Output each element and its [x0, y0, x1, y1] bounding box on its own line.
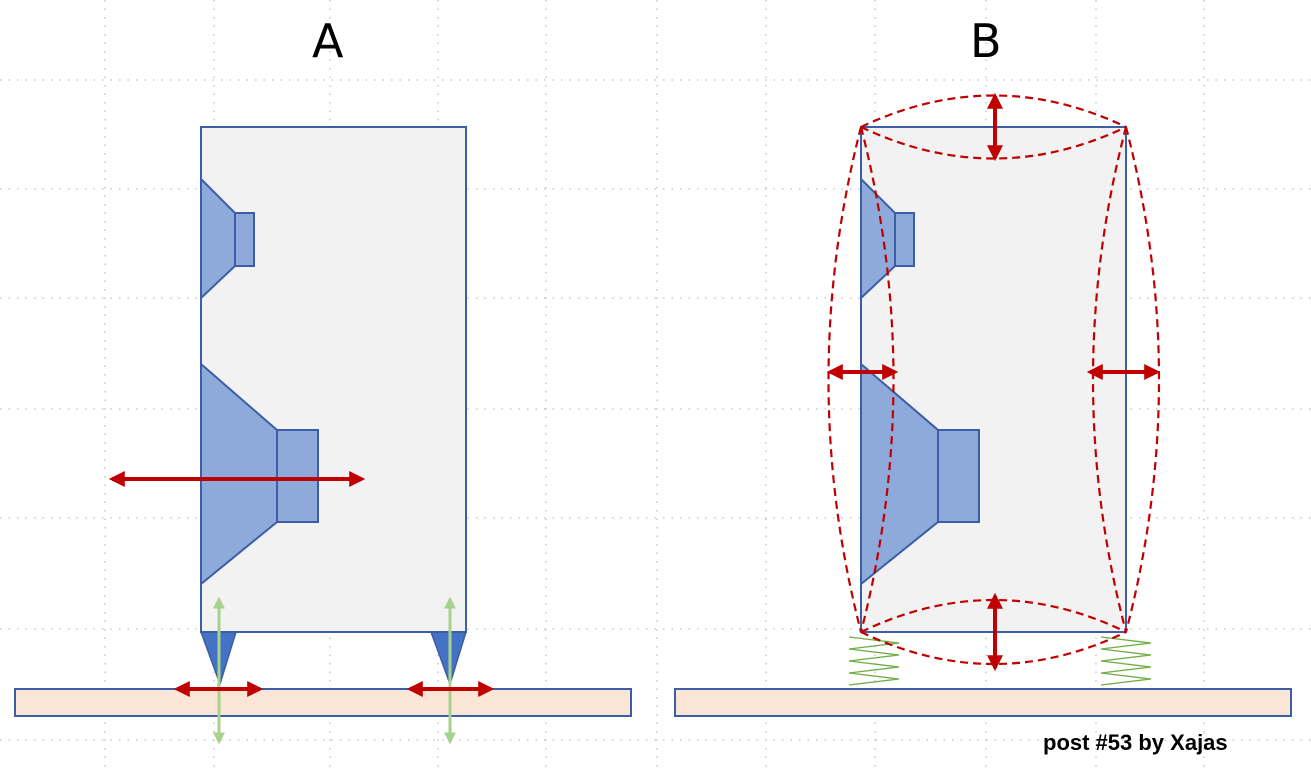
left-panel-outward-curve — [827, 126, 863, 633]
cabinet-b — [860, 126, 1127, 633]
spring-left — [848, 636, 900, 686]
panel-a — [14, 126, 632, 745]
spring-right — [1100, 636, 1152, 686]
floor-a — [14, 688, 632, 717]
panel-b — [674, 92, 1292, 717]
right-panel-outward-curve — [1124, 126, 1161, 633]
woofer-magnet-b — [937, 429, 980, 523]
tweeter-magnet-b — [894, 212, 915, 267]
right-panel-inward-curve — [1091, 126, 1128, 633]
tweeter-magnet-a — [234, 212, 255, 267]
panel-a-label: A — [312, 14, 344, 68]
cabinet-a — [200, 126, 467, 633]
floor-b — [674, 688, 1292, 717]
woofer-magnet-a — [276, 429, 319, 523]
left-panel-inward-curve — [859, 126, 895, 633]
panel-b-label: B — [970, 14, 1002, 68]
post-credit: post #53 by Xajas — [1043, 730, 1228, 755]
